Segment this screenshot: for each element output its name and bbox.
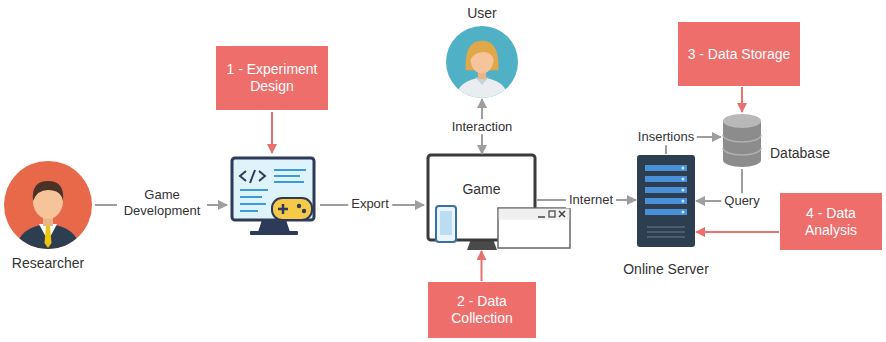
user-avatar xyxy=(456,41,508,102)
server-icon xyxy=(645,176,687,182)
database-cylinder xyxy=(723,114,761,128)
game-monitor-icon xyxy=(559,211,565,217)
game-monitor-icon xyxy=(499,209,570,220)
server-icon xyxy=(637,155,695,247)
connector-label: Query xyxy=(721,193,762,209)
server-icon xyxy=(645,209,687,215)
game-monitor-icon xyxy=(498,208,570,248)
developer-monitor-icon xyxy=(232,158,314,220)
user-avatar: User xyxy=(446,26,518,98)
developer-monitor-icon xyxy=(272,198,312,220)
connector-label: Internet xyxy=(566,192,616,208)
server-icon xyxy=(682,189,685,192)
database-cylinder: Database xyxy=(722,113,762,168)
game-monitor-icon xyxy=(428,155,570,250)
step-callout: 2 - Data Collection xyxy=(428,282,536,338)
developer-monitor-icon xyxy=(259,171,265,181)
game-monitor-icon xyxy=(436,206,456,242)
database-cylinder xyxy=(723,135,761,155)
server-icon xyxy=(682,211,685,214)
server-icon xyxy=(645,187,687,193)
game-screen: Game xyxy=(428,155,535,250)
connector-label: Interaction xyxy=(449,119,516,135)
callout-text: 3 - Data Storage xyxy=(688,46,791,63)
arrow-label: Export xyxy=(348,196,392,212)
server-icon xyxy=(645,198,687,204)
node-label: User xyxy=(467,5,497,22)
node-label: Database xyxy=(770,145,830,162)
node-label: Online Server xyxy=(623,261,709,278)
developer-monitor-icon xyxy=(258,220,290,232)
developer-monitor-icon xyxy=(278,204,288,214)
callout-text: 1 - Experiment Design xyxy=(222,61,322,95)
callout-text: 2 - Data Collection xyxy=(434,293,530,327)
node-label: Researcher xyxy=(12,255,84,272)
developer-monitor-icon xyxy=(250,231,298,235)
callout-text: 4 - Data Analysis xyxy=(786,205,876,239)
developer-monitor-icon xyxy=(302,209,306,213)
step-callout: 1 - Experiment Design xyxy=(216,46,328,110)
server-icon xyxy=(647,231,685,233)
game-monitor-icon xyxy=(538,216,545,218)
server-icon xyxy=(645,165,687,171)
researcher-avatar xyxy=(16,181,80,253)
user-avatar xyxy=(456,78,508,102)
connector-label: Insertions xyxy=(635,129,697,145)
connector-arrow xyxy=(741,87,743,112)
developer-monitor-icon xyxy=(240,171,246,181)
connector-arrow xyxy=(696,231,779,233)
developer-monitor-icon xyxy=(232,158,314,235)
step-callout: 3 - Data Storage xyxy=(678,22,800,86)
researcher-avatar xyxy=(45,226,52,248)
server-icon xyxy=(647,226,685,228)
arrow-label: Game Development xyxy=(117,187,207,218)
user-avatar xyxy=(470,44,495,60)
researcher-avatar xyxy=(4,161,92,249)
server-icon: Online Server xyxy=(637,155,695,247)
server-icon xyxy=(647,236,685,238)
database-cylinder xyxy=(722,113,762,168)
layout-arrows xyxy=(271,112,273,153)
researcher-avatar xyxy=(4,161,92,249)
step-callout: 4 - Data Analysis xyxy=(780,193,882,250)
game-monitor-icon xyxy=(549,211,555,217)
researcher-avatar xyxy=(16,224,80,253)
developer-monitor-icon xyxy=(250,170,255,183)
user-avatar xyxy=(446,26,518,98)
server-icon xyxy=(682,178,685,181)
developer-monitor-icon xyxy=(297,204,301,208)
game-monitor-icon xyxy=(440,211,452,235)
node-label: Game xyxy=(462,181,500,198)
server-icon xyxy=(637,155,695,247)
server-icon xyxy=(682,200,685,203)
server-icon xyxy=(682,167,685,170)
researcher-avatar xyxy=(33,181,63,201)
connector-arrow xyxy=(481,251,483,281)
researcher-avatar: Researcher xyxy=(4,161,92,249)
